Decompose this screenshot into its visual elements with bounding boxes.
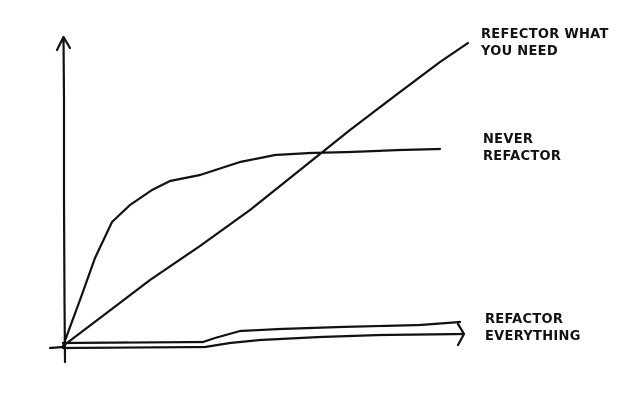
label-refactor-what-you-need: REFECTOR WHAT YOU NEED	[481, 26, 609, 60]
label-line: YOU NEED	[481, 44, 558, 59]
label-line: REFECTOR WHAT	[481, 27, 609, 42]
x-axis	[48, 345, 65, 350]
series-refactor-everything-lower	[61, 332, 466, 350]
series-never-refactor	[61, 147, 442, 348]
label-refactor-everything: REFACTOR EVERYTHING	[485, 311, 581, 345]
label-line: REFACTOR	[485, 312, 564, 327]
series-refactor-what-you-need	[61, 41, 470, 348]
y-axis-arrow-icon	[55, 35, 72, 52]
series-refactor-everything	[61, 320, 462, 345]
label-never-refactor: NEVER REFACTOR	[483, 131, 561, 165]
y-axis	[62, 36, 67, 364]
label-line: EVERYTHING	[485, 329, 581, 344]
label-line: NEVER	[483, 132, 534, 147]
label-line: REFACTOR	[483, 149, 562, 164]
